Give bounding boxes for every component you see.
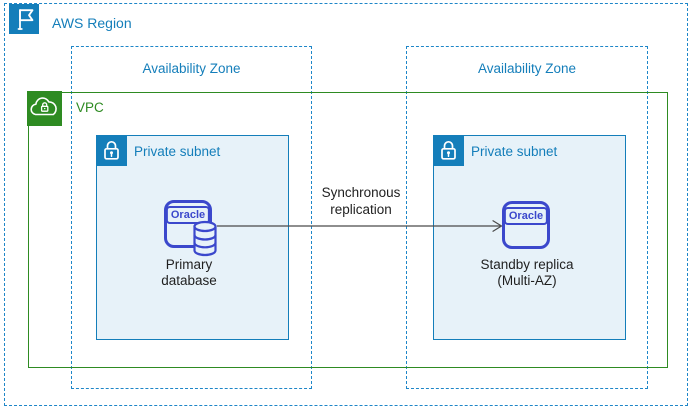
- primary-database-label: Primary database: [161, 257, 217, 288]
- oracle-logo: Oracle: [165, 206, 211, 224]
- vpc-cloud-lock-icon: [27, 91, 62, 126]
- database-cylinder-icon: [193, 220, 217, 257]
- standby-replica-label: Standby replica (Multi-AZ): [480, 257, 574, 288]
- private-subnet-lock-icon: [432, 134, 464, 166]
- availability-zone-label: Availability Zone: [477, 61, 577, 76]
- replication-arrow: [217, 220, 503, 232]
- vpc-boundary: [28, 92, 668, 368]
- oracle-instance-icon: Oracle: [502, 201, 550, 249]
- synchronous-replication-label: Synchronous replication: [321, 185, 401, 217]
- private-subnet-label: Private subnet: [471, 144, 558, 159]
- private-subnet-right: Private subnet: [432, 134, 626, 340]
- private-subnet-lock-icon: [95, 134, 127, 166]
- aws-region-label: AWS Region: [52, 15, 132, 31]
- availability-zone-label: Availability Zone: [142, 61, 241, 76]
- private-subnet-label: Private subnet: [134, 144, 221, 159]
- private-subnet-left: Private subnet: [95, 134, 289, 340]
- aws-region-flag-icon: [9, 4, 39, 34]
- availability-zone-right: Availability Zone: [406, 46, 648, 389]
- oracle-logo: Oracle: [503, 207, 549, 225]
- availability-zone-left: Availability Zone: [71, 46, 312, 389]
- vpc-label: VPC: [76, 100, 104, 115]
- aws-region-boundary: [4, 3, 688, 406]
